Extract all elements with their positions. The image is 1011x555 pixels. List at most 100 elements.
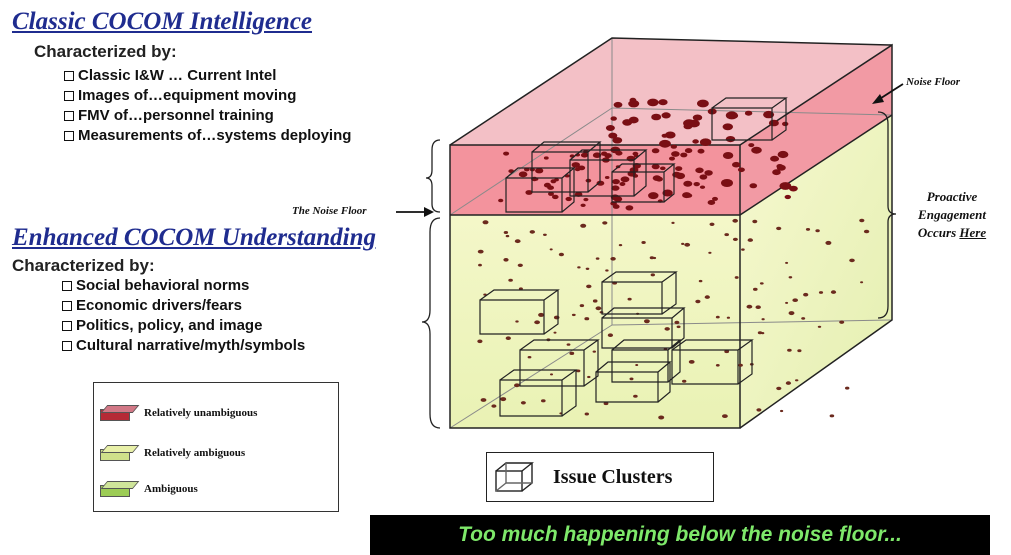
event-dot [676,325,681,329]
issue-cluster-box [569,149,648,197]
event-dot [681,242,685,245]
cube-top-face [450,38,892,145]
event-dot [777,150,789,159]
event-dot [595,257,600,260]
event-dot [704,295,710,299]
event-dot [520,401,526,405]
event-dot [770,155,779,162]
list-item: Measurements of…systems deploying [64,126,351,146]
issue-clusters-label: Issue Clusters [553,465,673,488]
bullet-text: Cultural narrative/myth/symbols [76,337,306,354]
event-dot [725,136,736,143]
event-dot [724,233,729,237]
noise-floor-arrows [396,83,904,217]
event-dot [683,180,693,187]
event-dot [548,191,554,196]
event-dot [755,305,761,310]
event-dot [584,412,589,416]
event-dot [543,156,549,160]
event-dot [517,263,523,267]
event-dot [697,99,709,108]
event-dot [569,351,575,355]
event-dot [500,397,507,402]
event-dot [577,165,586,171]
event-dot [787,348,792,352]
event-dot [583,197,589,202]
event-dot [543,182,551,188]
event-dot [585,267,590,270]
event-dot [712,196,718,201]
event-dot [665,131,676,139]
event-dot [658,415,665,420]
event-dot [715,315,720,319]
event-dot [629,377,634,381]
event-dot [682,379,687,383]
issue-cluster-box [531,141,602,193]
cube-front-lower [450,215,740,428]
event-dot [849,258,855,263]
event-dot [709,222,715,226]
event-dot [565,196,572,202]
event-dot [803,292,809,297]
event-dot [603,401,609,406]
event-dot [649,256,655,260]
legend-label: Relatively unambiguous [144,407,258,419]
event-dot [699,138,712,146]
event-dot [543,233,547,236]
event-dot [620,176,630,183]
issue-cluster-box [711,97,788,141]
event-dot [514,383,520,388]
event-dot [692,114,703,121]
event-dot [683,123,693,130]
issue-cluster-box [595,361,672,403]
event-dot [586,284,592,289]
event-dot [577,266,581,269]
list-item: Economic drivers/fears [62,296,305,316]
checkbox-glyph-icon [64,131,74,141]
event-dot [618,244,623,247]
event-dot [863,229,870,234]
event-dot [697,148,705,154]
event-dot [529,230,535,234]
event-dot [612,137,623,144]
list-item: Images of…equipment moving [64,86,351,106]
event-dot [715,364,720,367]
enhanced-bullet-list: Social behavioral norms Economic drivers… [62,276,305,356]
event-dot [662,189,673,197]
event-dot [503,231,509,234]
event-dot [644,319,650,324]
legend-item-unambiguous: Relatively unambiguous [100,405,257,421]
event-dot [707,200,716,205]
event-dot [625,205,634,211]
event-dot [756,408,762,412]
proactive-line-3: Occurs Here [896,224,1008,242]
event-dot [651,113,662,121]
event-dot [746,304,753,309]
event-dot [635,364,639,366]
event-dot [660,166,666,171]
event-dot [674,320,680,325]
right-brace [877,111,897,319]
issue-cluster-box [505,167,576,213]
event-dot [675,166,683,172]
proactive-line-2: Engagement [918,207,986,222]
event-dot [613,101,623,108]
event-dot [734,276,739,279]
event-dot [776,226,782,231]
event-dot [684,148,693,154]
event-dot [704,170,713,176]
event-dot [592,350,596,353]
event-dot [525,190,533,195]
noise-floor-label-left: The Noise Floor [292,205,367,217]
event-dot [605,125,615,131]
cube-back-edges [449,38,893,429]
event-dot [680,152,688,158]
event-dot [558,252,565,257]
event-dot [860,281,864,284]
event-dot [741,248,745,251]
event-dot [732,161,741,168]
event-dot [789,185,798,192]
event-dots [477,97,870,420]
event-dot [779,182,792,190]
